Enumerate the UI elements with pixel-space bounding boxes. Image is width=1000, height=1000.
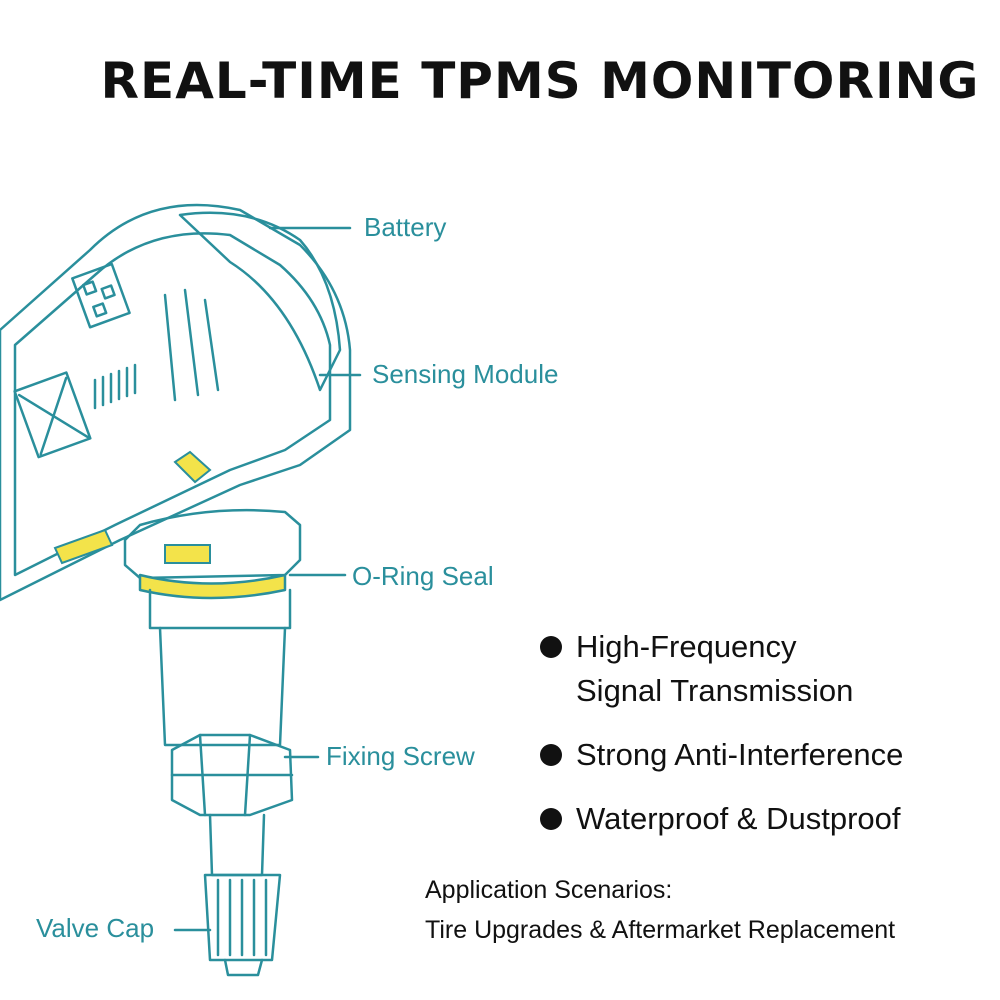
sensor-housing <box>0 203 352 602</box>
qr-code <box>71 262 131 329</box>
accent-clip-upper <box>173 450 212 484</box>
feature-item: Waterproof & Dustproof <box>540 797 980 841</box>
feature-text: Signal Transmission <box>576 673 854 708</box>
o-ring <box>138 573 287 600</box>
sensing-module-box <box>13 371 92 459</box>
accent-clip-lower <box>53 528 114 565</box>
valve-body <box>158 626 287 747</box>
battery-label: Battery <box>364 212 447 242</box>
page-title: REAL-TIME TPMS MONITORING <box>100 52 980 110</box>
feature-item: High-Frequency Signal Transmission <box>540 625 980 713</box>
feature-text: Waterproof & Dustproof <box>576 801 901 836</box>
application-text: Tire Upgrades & Aftermarket Replacement <box>425 916 896 944</box>
feature-text: High-Frequency <box>576 629 797 664</box>
battery-dome <box>178 211 342 392</box>
o-ring-label: O-Ring Seal <box>352 561 494 591</box>
bullet-icon <box>540 744 562 766</box>
feature-text: Strong Anti-Interference <box>576 737 904 772</box>
application-heading: Application Scenarios: <box>425 876 673 904</box>
bullet-icon <box>540 808 562 830</box>
accent-collar-tab <box>164 544 211 564</box>
sensing-module-label: Sensing Module <box>372 359 559 389</box>
lower-stem <box>208 813 266 877</box>
feature-list: High-Frequency Signal Transmission Stron… <box>540 625 980 861</box>
application-scenarios: Application Scenarios: Tire Upgrades & A… <box>425 870 895 950</box>
fixing-screw-label: Fixing Screw <box>326 741 475 771</box>
fixing-screw-nut <box>170 733 294 817</box>
valve-cap-label: Valve Cap <box>36 913 155 943</box>
valve-cap-shape <box>203 873 282 962</box>
bullet-icon <box>540 636 562 658</box>
stem-collar <box>123 508 302 580</box>
feature-item: Strong Anti-Interference <box>540 733 980 777</box>
